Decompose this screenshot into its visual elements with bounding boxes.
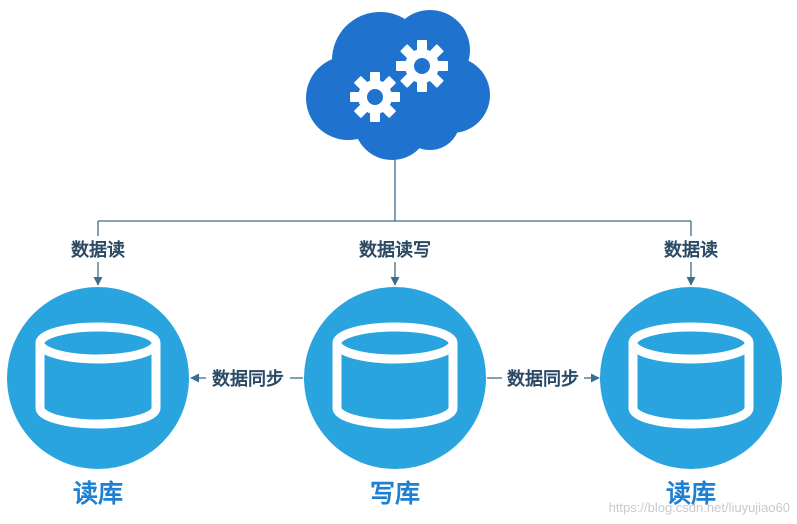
write-db-center	[304, 287, 486, 469]
edge-label-center-read-write: 数据读写	[359, 239, 431, 261]
gear-small-icon	[350, 72, 400, 122]
read-db-left	[7, 287, 189, 469]
edge-label-sync-right: 数据同步	[507, 368, 579, 390]
read-db-right	[600, 287, 782, 469]
database-disc	[304, 287, 486, 469]
gear-large-icon	[396, 40, 448, 92]
database-disc	[7, 287, 189, 469]
db-label-center: 写库	[370, 479, 420, 508]
database-disc	[600, 287, 782, 469]
db-label-right: 读库	[666, 479, 716, 508]
cloud-shape	[306, 10, 490, 160]
edge-label-sync-left: 数据同步	[212, 368, 284, 390]
watermark: https://blog.csdn.net/liuyujiao60	[609, 500, 790, 515]
database-icon	[332, 322, 458, 429]
edge-label-right-read: 数据读	[664, 239, 718, 261]
database-icon	[628, 322, 754, 429]
connectors	[93, 158, 696, 383]
database-icon	[35, 322, 161, 429]
db-label-left: 读库	[73, 479, 123, 508]
cloud-gears-icon	[306, 10, 490, 160]
edge-label-left-read: 数据读	[71, 239, 125, 261]
